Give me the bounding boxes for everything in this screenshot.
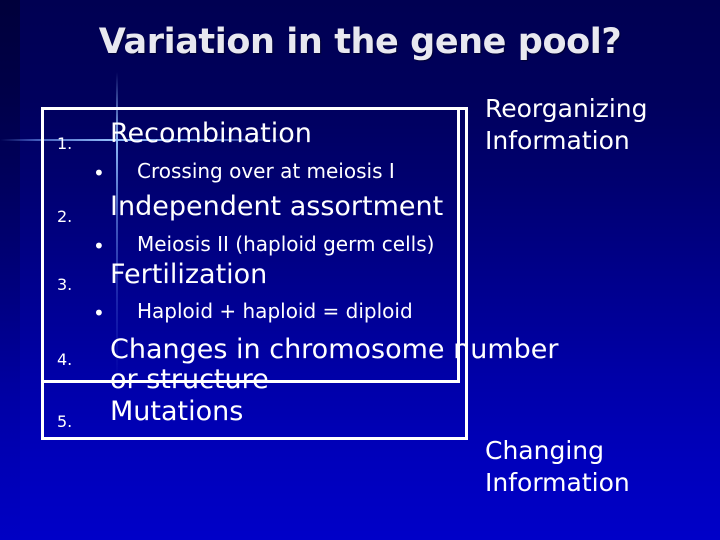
list-item-1-number: 1. [57, 134, 73, 153]
bullet-icon: • [93, 161, 105, 185]
left-gradient-band [0, 0, 20, 540]
list-item-4-text: Changes in chromosome number [110, 334, 559, 365]
list-item-1-sub-1-text: Crossing over at meiosis I [137, 159, 395, 183]
list-item-5-text: Mutations [110, 396, 244, 427]
bullet-icon: • [93, 301, 105, 325]
list-item-3-number: 3. [57, 275, 73, 294]
list-item-3-sub-1-text: Haploid + haploid = diploid [137, 299, 413, 323]
slide-title: Variation in the gene pool? [98, 22, 622, 62]
list-item-3-text: Fertilization [110, 259, 268, 290]
list-item-2-text: Independent assortment [110, 191, 444, 222]
callout-changing-information: Changing Information [485, 436, 630, 497]
list-item-2-number: 2. [57, 207, 73, 226]
list-item-4-number: 4. [57, 350, 73, 369]
list-item-2-sub-1-text: Meiosis II (haploid germ cells) [137, 232, 435, 256]
callout-reorganizing-information: Reorganizing Information [485, 94, 648, 155]
bullet-icon: • [93, 234, 105, 258]
list-item-1-text: Recombination [110, 118, 312, 149]
list-item-5-number: 5. [57, 412, 73, 431]
list-item-4-text-line2: or structure [110, 364, 269, 395]
